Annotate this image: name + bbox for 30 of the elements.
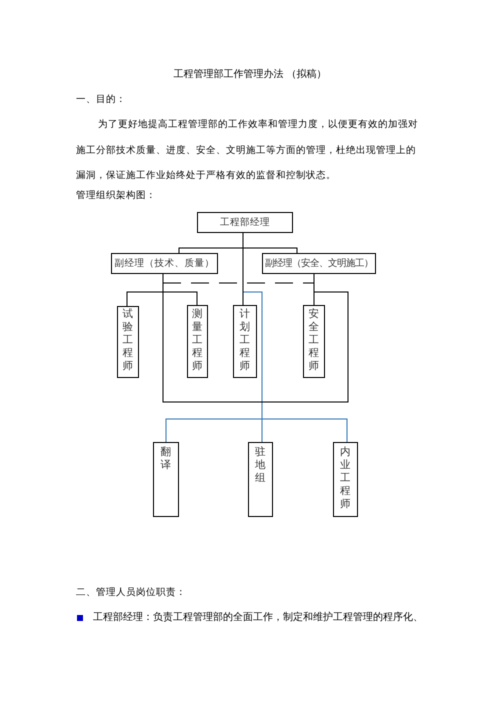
connector-line	[162, 282, 164, 292]
document-title: 工程管理部工作管理办法 （拟稿）	[172, 68, 328, 82]
connector-line	[166, 418, 262, 442]
connector-line	[162, 292, 198, 306]
section-heading: 一、目的：	[76, 93, 126, 107]
connector-line	[126, 292, 164, 306]
chart-heading: 管理组织架构图：	[76, 189, 156, 203]
position-box: 副经理（技术、质量）	[111, 253, 218, 274]
position-box: 安全工程师	[303, 305, 325, 378]
connector-line	[262, 418, 348, 442]
position-box: 驻地组	[248, 442, 273, 517]
connector-line	[162, 274, 164, 284]
connector-line	[162, 292, 348, 402]
connector-line	[242, 248, 298, 254]
position-box: 试验工程师	[117, 306, 139, 378]
connector-line	[162, 282, 314, 284]
connector-line	[178, 248, 244, 254]
position-box: 计划工程师	[233, 305, 257, 378]
connector-line	[242, 292, 262, 420]
position-box: 副经理（安全、文明施工）	[262, 253, 376, 274]
section-heading: 二、管理人员岗位职责：	[76, 586, 186, 600]
list-item-text: 工程部经理：负责工程管理部的全面工作，制定和维护工程管理的程序化、	[93, 611, 423, 625]
position-box: 测量工程师	[187, 305, 208, 378]
position-box: 工程部经理	[197, 212, 293, 233]
position-box: 内业工程师	[333, 442, 358, 517]
paragraph: 为了更好地提高工程管理部的工作效率和管理力度，以便更有效的加强对施工分部技术质量、进度、安全、文明施工等方面的管理，杜绝出现管理上的漏洞，保证施工作业始终处于严格有效的监督和控制状态。	[76, 118, 419, 183]
connector-line	[242, 292, 244, 306]
connector-line	[242, 248, 244, 292]
position-box: 翻译	[153, 442, 179, 517]
connector-line	[242, 232, 244, 248]
